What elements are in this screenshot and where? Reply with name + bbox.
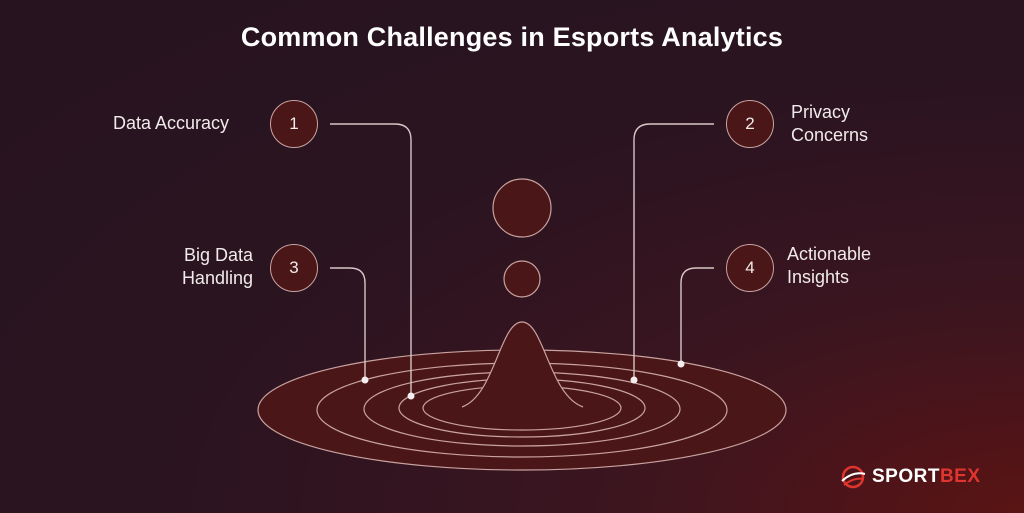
challenge-label-4: Actionable Insights xyxy=(787,243,871,289)
label-line: Insights xyxy=(787,267,850,287)
page-title: Common Challenges in Esports Analytics xyxy=(240,22,784,52)
connector-1 xyxy=(330,123,412,396)
number-badge-1: 1 xyxy=(270,100,318,148)
label-line: Handling xyxy=(181,268,253,288)
number-badge-2: 2 xyxy=(726,100,774,148)
challenge-label-3: Big Data Handling xyxy=(161,244,253,290)
number-badge-4: 4 xyxy=(726,244,774,292)
label-line: Privacy xyxy=(791,102,851,122)
drop-small xyxy=(503,260,541,298)
connector-3 xyxy=(330,267,366,380)
splash-peak xyxy=(462,322,583,407)
logo-text: SPORT xyxy=(872,466,940,487)
drop-large xyxy=(492,178,552,238)
label-line: Actionable xyxy=(787,244,872,264)
challenge-label-1: Data Accuracy xyxy=(113,113,230,133)
label-line: Concerns xyxy=(791,125,869,145)
label-line: Big Data xyxy=(183,245,253,265)
sportbex-logo: SPORTBEX xyxy=(840,465,981,489)
connector-4 xyxy=(680,267,714,364)
challenge-label-2: Privacy Concerns xyxy=(791,101,868,147)
number-badge-3: 3 xyxy=(270,244,318,292)
globe-icon xyxy=(841,465,866,489)
logo-text-accent: BEX xyxy=(939,466,981,487)
connector-2 xyxy=(633,123,714,380)
